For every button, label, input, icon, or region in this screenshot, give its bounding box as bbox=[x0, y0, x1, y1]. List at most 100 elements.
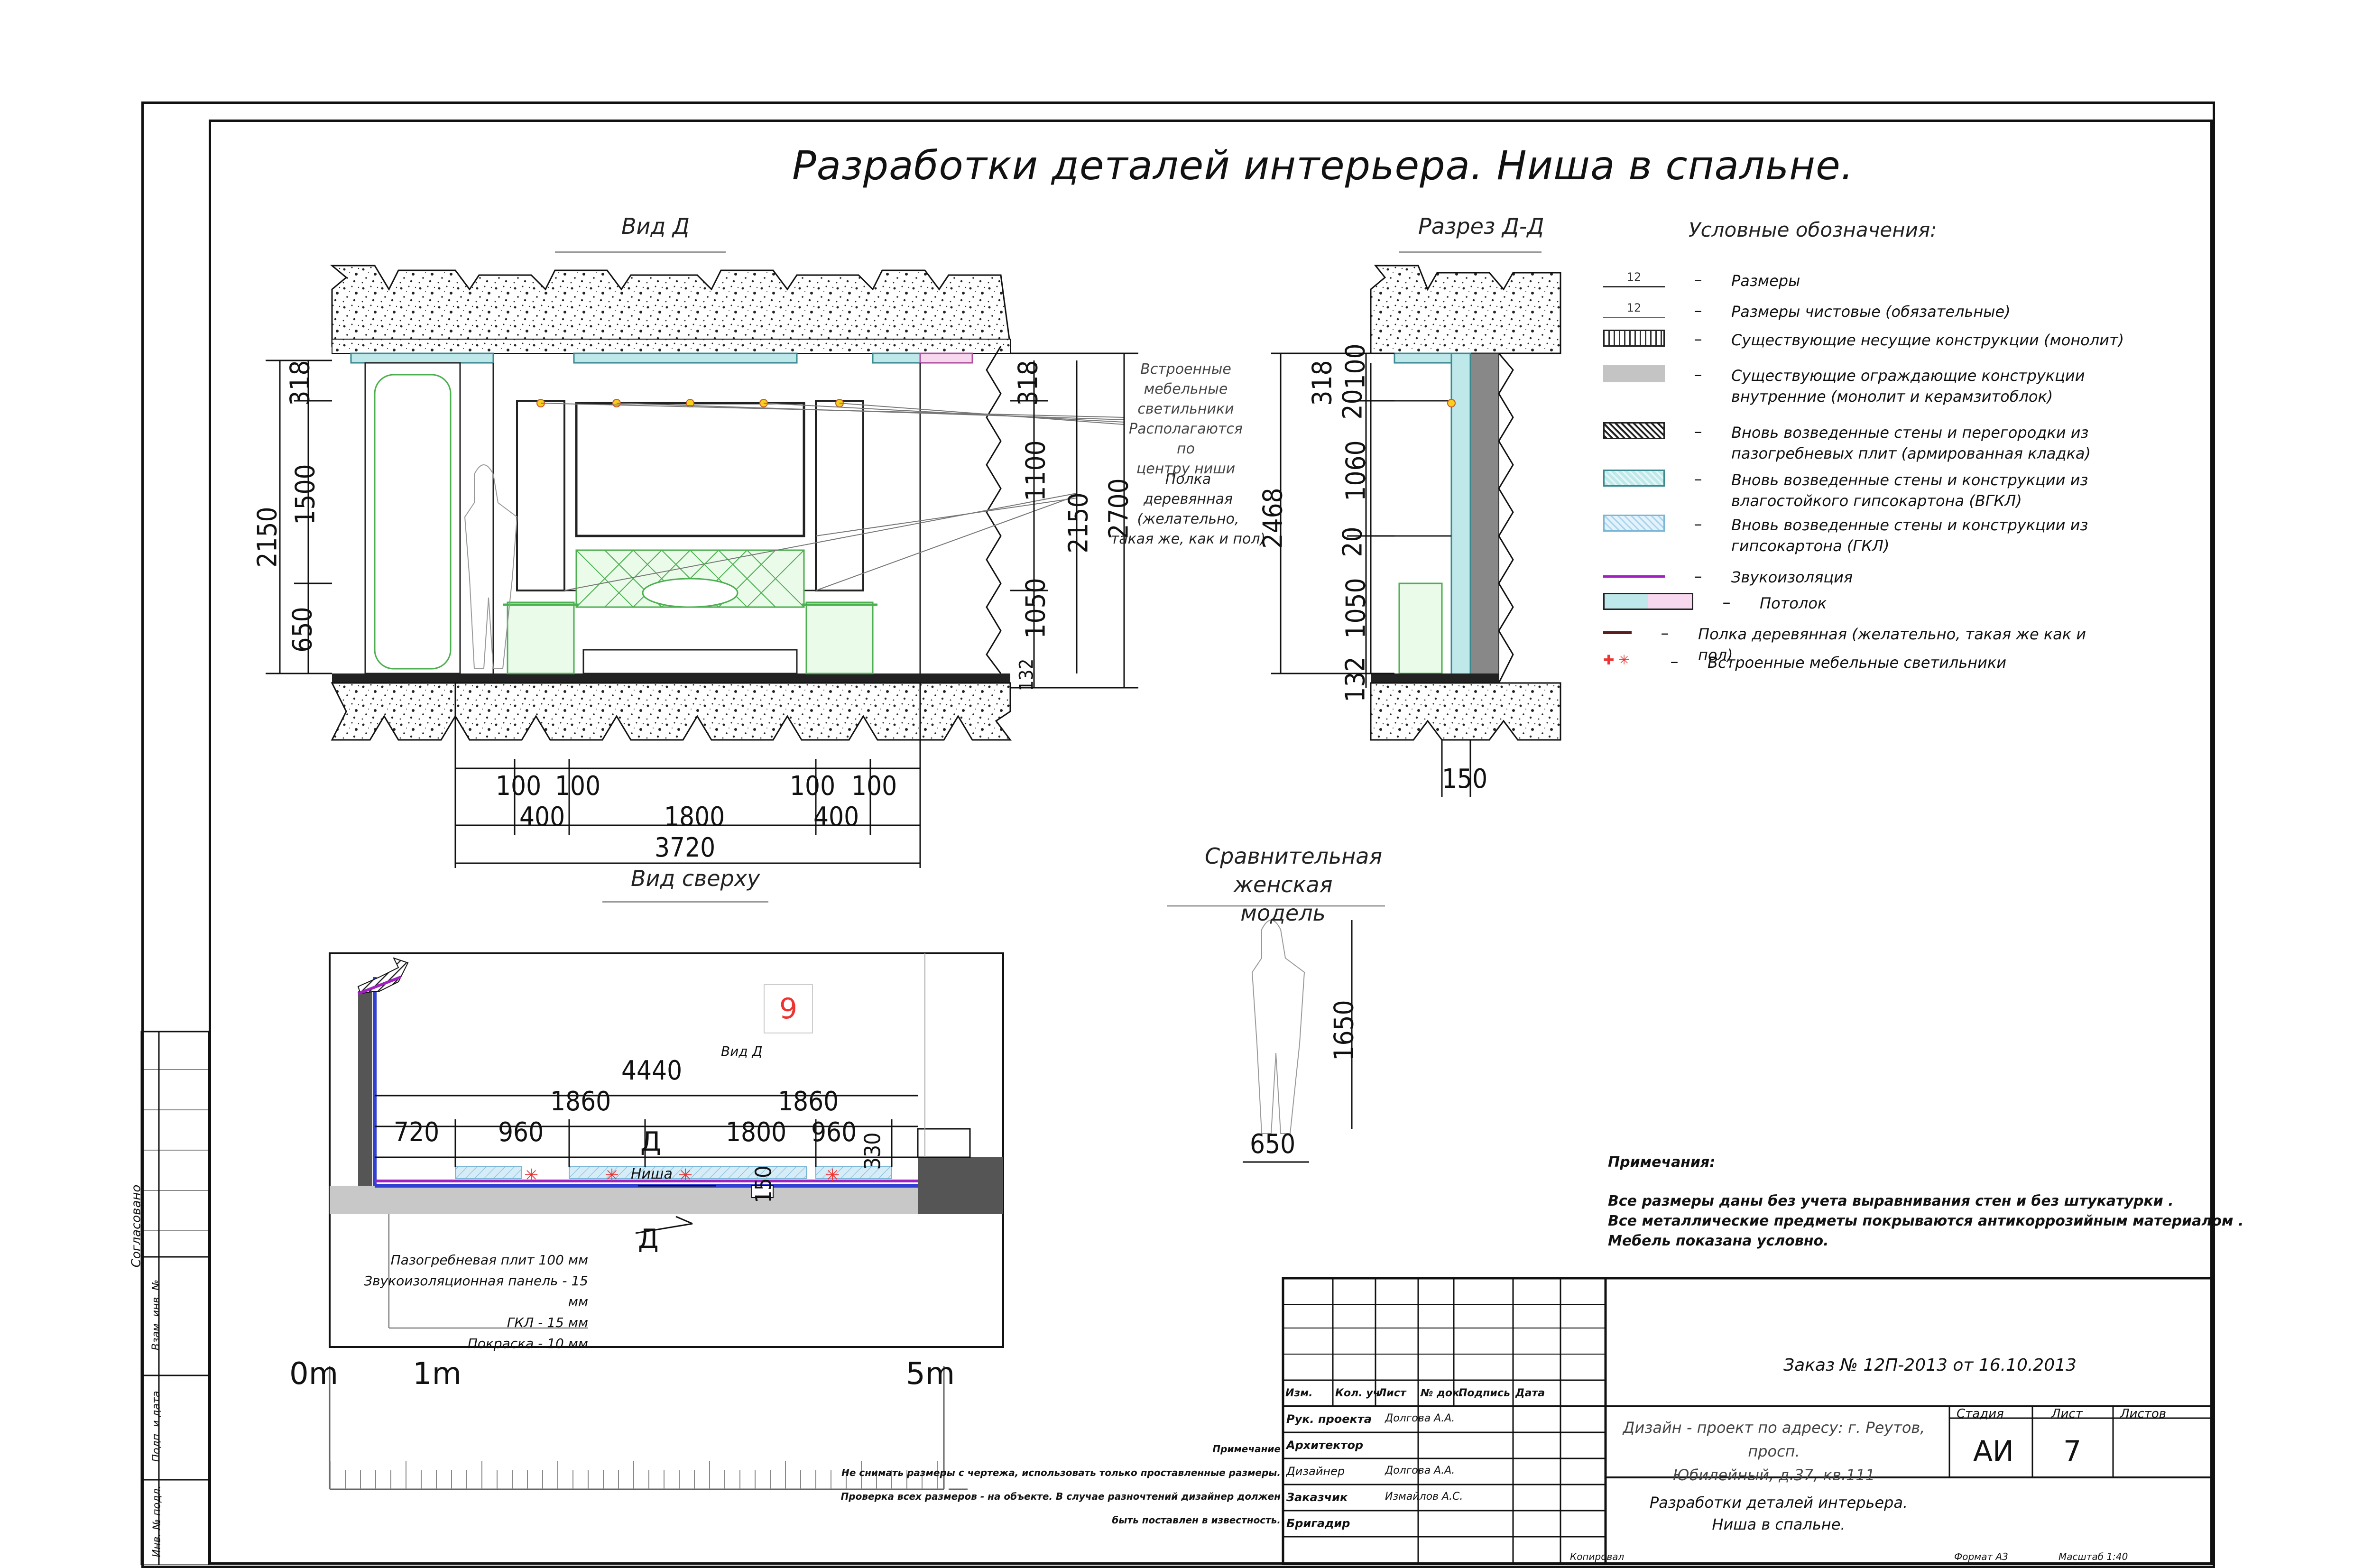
legend-dash: – bbox=[1694, 515, 1702, 534]
title-block-header: Кол. уч bbox=[1335, 1387, 1380, 1399]
legend-item: ✚ ✳–Встроенные мебельные светильники bbox=[1603, 652, 2134, 673]
legend-text: Вновь возведенные стены и конструкции из… bbox=[1731, 471, 2088, 510]
scale-tick bbox=[330, 1461, 331, 1489]
scale-tick bbox=[603, 1470, 604, 1489]
model-dim-650: 650 bbox=[1250, 1129, 1296, 1160]
legend-dash: – bbox=[1661, 624, 1669, 643]
legend-swatch bbox=[1603, 593, 1693, 610]
section-dd-drawing bbox=[1271, 265, 1561, 797]
legend-item: –Существующие несущие конструкции (монол… bbox=[1603, 330, 2158, 350]
dim-100-c: 100 bbox=[790, 771, 836, 802]
dim-132-right: 132 bbox=[1015, 658, 1038, 692]
scale-tick bbox=[770, 1470, 771, 1489]
scale-tick bbox=[922, 1470, 923, 1489]
dim-2150-left: 2150 bbox=[252, 507, 283, 568]
section-label: Разрез Д-Д bbox=[1418, 213, 1544, 239]
scale-tick bbox=[739, 1470, 740, 1489]
scale-tick bbox=[542, 1470, 543, 1489]
scale-tick bbox=[846, 1470, 847, 1489]
scale-tick bbox=[694, 1470, 695, 1489]
niche-label: Ниша bbox=[631, 1166, 673, 1182]
legend-item: –Потолок bbox=[1603, 593, 2187, 614]
sec-dim-20b: 20 bbox=[1337, 526, 1368, 557]
legend-swatch: ✚ ✳ bbox=[1603, 652, 1630, 668]
legend-dash: – bbox=[1670, 652, 1679, 671]
scale-tick bbox=[785, 1461, 786, 1489]
legend-swatch bbox=[1603, 365, 1665, 382]
scale-tick bbox=[755, 1470, 756, 1489]
scale-tick bbox=[709, 1461, 710, 1489]
title-block-name: Долгова А.А. bbox=[1385, 1412, 1455, 1424]
scale-tick bbox=[527, 1470, 528, 1489]
legend-title: Условные обозначения: bbox=[1689, 218, 1937, 241]
project-address: Дизайн - проект по адресу: г. Реутов, пр… bbox=[1623, 1419, 1925, 1484]
sec-dim-2468: 2468 bbox=[1257, 488, 1289, 549]
plan-dim-1800: 1800 bbox=[726, 1117, 787, 1148]
scale-zero: 0m bbox=[289, 1356, 339, 1392]
legend-item: –Вновь возведенные стены и конструкции и… bbox=[1603, 470, 2158, 511]
stamp-sign-date: Подп. и дата bbox=[150, 1391, 163, 1462]
dim-1800: 1800 bbox=[664, 802, 725, 832]
legend-text: Вновь возведенные стены и перегородки из… bbox=[1731, 424, 2091, 462]
scale-tick bbox=[375, 1470, 376, 1489]
order-number: Заказ № 12П-2013 от 16.10.2013 bbox=[1783, 1356, 2077, 1375]
scale-tick bbox=[421, 1470, 422, 1489]
small-note: Примечание Не снимать размеры с чертежа,… bbox=[840, 1443, 1281, 1526]
sec-dim-1060: 1060 bbox=[1340, 440, 1372, 501]
legend-text: Полка деревянная (желательно, такая же к… bbox=[1698, 625, 2086, 664]
scale-tick bbox=[572, 1470, 573, 1489]
format-label: Формат А3 bbox=[1954, 1551, 2008, 1562]
scale-one: 1m bbox=[413, 1356, 462, 1392]
scale-tick bbox=[906, 1470, 907, 1489]
legend-text: Размеры чистовые (обязательные) bbox=[1731, 303, 2011, 321]
plan-dim-720: 720 bbox=[394, 1117, 440, 1148]
scale-tick bbox=[891, 1470, 892, 1489]
scale-ticks bbox=[330, 1456, 946, 1489]
title-block-header: № док. bbox=[1421, 1387, 1464, 1399]
legend-dash: – bbox=[1694, 270, 1702, 289]
sec-dim-20a: 20 bbox=[1337, 389, 1368, 420]
legend-swatch bbox=[1603, 515, 1665, 532]
svg-text:✳: ✳ bbox=[605, 1166, 619, 1185]
legend-item: 12–Размеры чистовые (обязательные) bbox=[1603, 301, 2158, 322]
dim-318-left: 318 bbox=[285, 360, 316, 406]
scale-tick bbox=[451, 1470, 452, 1489]
scale-tick bbox=[466, 1470, 467, 1489]
legend-item: – Полка деревянная (желательно, такая же … bbox=[1603, 624, 2125, 665]
legend-item: –Существующие ограждающие конструкции вн… bbox=[1603, 365, 2158, 407]
title-block-role: Дизайнер bbox=[1286, 1465, 1345, 1478]
svg-text:✳: ✳ bbox=[524, 1166, 538, 1185]
plan-dim-1860-right: 1860 bbox=[778, 1086, 839, 1117]
plan-dim-960-left: 960 bbox=[498, 1117, 544, 1148]
legend-swatch bbox=[1603, 422, 1665, 439]
stage-label: Стадия bbox=[1957, 1407, 2004, 1421]
legend-text: Существующие ограждающие конструкции вну… bbox=[1731, 367, 2085, 406]
scale-tick bbox=[618, 1470, 619, 1489]
sec-dim-132: 132 bbox=[1340, 656, 1371, 702]
legend-swatch: 12 bbox=[1603, 270, 1665, 287]
legend-text: Существующие несущие конструкции (моноли… bbox=[1731, 331, 2124, 349]
plan-dim-1860-left: 1860 bbox=[550, 1086, 611, 1117]
scale-tick bbox=[800, 1470, 801, 1489]
scale-tick bbox=[876, 1470, 877, 1489]
scale-five: 5m bbox=[906, 1356, 955, 1392]
scale-tick bbox=[679, 1470, 680, 1489]
top-view-label: Вид сверху bbox=[631, 866, 760, 891]
dim-100-a: 100 bbox=[496, 771, 542, 802]
room-number: 9 bbox=[764, 984, 813, 1033]
title-block-role: Заказчик bbox=[1286, 1491, 1348, 1504]
scale-tick bbox=[481, 1461, 482, 1489]
legend-swatch bbox=[1603, 330, 1665, 347]
plan-dim-150: 150 bbox=[750, 1165, 776, 1203]
legend-item: – Вновь возведенные стены и перегородки и… bbox=[1603, 422, 2158, 464]
top-view-underline bbox=[602, 901, 768, 903]
sheet-name: Разработки деталей интерьера.Ниша в спал… bbox=[1649, 1494, 1908, 1533]
sec-dim-318: 318 bbox=[1307, 360, 1338, 406]
title-block-name: Измайлов А.С. bbox=[1385, 1491, 1463, 1503]
dim-100-d: 100 bbox=[851, 771, 897, 802]
legend-dash: – bbox=[1694, 422, 1702, 441]
scale-label: Масштаб 1:40 bbox=[2059, 1551, 2128, 1562]
side-stamp bbox=[140, 1031, 210, 1565]
